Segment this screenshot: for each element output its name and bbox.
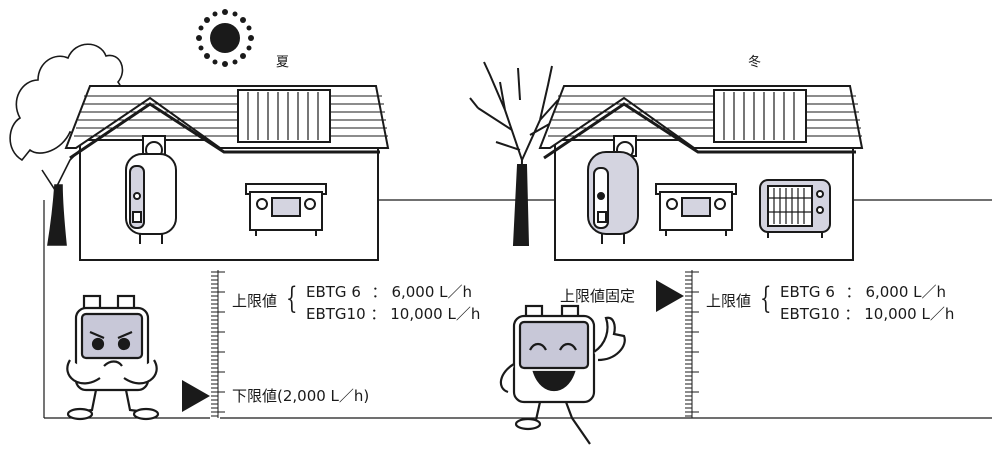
happy-meter-mascot-icon — [499, 304, 626, 445]
spec-value: 6,000 L／h — [865, 283, 947, 301]
spec-model: EBTG 6 — [780, 283, 835, 301]
summer-label: 夏 — [276, 55, 290, 70]
spec-row-ebtg6-right: EBTG 6 ： 6,000 L／h — [780, 283, 946, 301]
upper-limit-label-left: 上限値 — [232, 292, 278, 310]
bare-tree-icon — [469, 61, 561, 246]
leafy-tree-icon — [9, 43, 124, 246]
spec-separator: ： — [844, 305, 860, 323]
spec-row-ebtg10-right: EBTG10 ： 10,000 L／h — [780, 305, 954, 323]
upper-limit-label-right: 上限値 — [706, 292, 752, 310]
gas-stove-icon — [655, 183, 737, 236]
spec-value: 10,000 L／h — [864, 305, 955, 323]
brace-left: { — [286, 281, 298, 316]
flow-scale-ruler-right — [685, 270, 699, 418]
lower-limit-label: 下限値(2,000 L／h) — [232, 387, 370, 405]
spec-value: 10,000 L／h — [390, 305, 481, 323]
sun-icon — [196, 9, 254, 67]
gas-stove-icon — [245, 183, 327, 236]
spec-separator: ： — [371, 283, 387, 301]
water-heater-icon — [587, 135, 639, 244]
arrow-right-icon — [656, 280, 684, 312]
spec-separator: ： — [370, 305, 386, 323]
winter-label: 冬 — [748, 55, 762, 70]
flow-scale-ruler-left — [211, 270, 225, 418]
spec-separator: ： — [845, 283, 861, 301]
spec-row-ebtg10-left: EBTG10 ： 10,000 L／h — [306, 305, 480, 323]
spec-model: EBTG10 — [780, 305, 840, 323]
arrow-right-icon — [182, 380, 210, 412]
summer-house — [64, 85, 390, 261]
spec-value: 6,000 L／h — [391, 283, 473, 301]
water-heater-icon — [125, 135, 177, 244]
upper-limit-fixed-label: 上限値固定 — [560, 287, 636, 305]
brace-right: { — [760, 281, 772, 316]
spec-row-ebtg6-left: EBTG 6 ： 6,000 L／h — [306, 283, 472, 301]
gas-heater-icon — [759, 179, 831, 238]
spec-model: EBTG 6 — [306, 283, 361, 301]
spec-model: EBTG10 — [306, 305, 366, 323]
angry-meter-mascot-icon — [66, 294, 160, 421]
